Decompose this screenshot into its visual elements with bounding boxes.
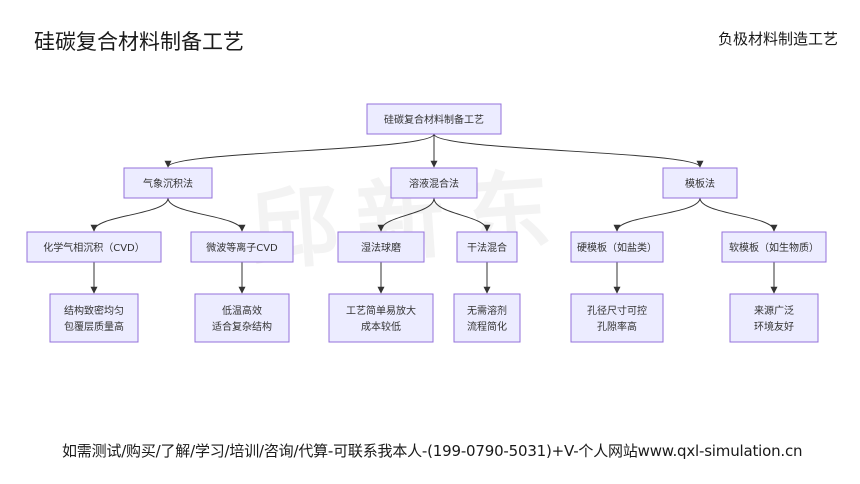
technique-node-2-1-box: [721, 231, 827, 263]
edge-method-1-child-0: [377, 197, 435, 232]
result-line-1: 低温高效: [222, 304, 262, 317]
technique-node-1-1: 干法混合: [456, 231, 518, 263]
root-node: 硅碳复合材料制备工艺: [366, 103, 502, 135]
result-node-1-0-box: [328, 293, 434, 343]
method-node-label: 模板法: [685, 177, 715, 190]
technique-node-2-1: 软模板（如生物质）: [721, 231, 827, 263]
root-node-label: 硅碳复合材料制备工艺: [384, 113, 484, 126]
technique-node-1-1-box: [456, 231, 518, 263]
method-node-0: 气象沉积法: [123, 167, 213, 199]
edge-root-method-2: [433, 133, 704, 168]
result-node-2-0-box: [570, 293, 664, 343]
page-title: 硅碳复合材料制备工艺: [34, 30, 244, 54]
contact-footer: 如需测试/购买/了解/学习/培训/咨询/代算-可联系我本人-(199-0790-…: [62, 442, 803, 460]
edge-method-0-child-1: [167, 197, 246, 232]
result-line-1: 无需溶剂: [467, 304, 507, 317]
technique-node-0-1-box: [190, 231, 294, 263]
result-line-1: 孔径尺寸可控: [587, 304, 647, 317]
result-node-0-0-box: [49, 293, 139, 343]
result-line-2: 环境友好: [754, 320, 794, 333]
method-node-1: 溶液混合法: [390, 167, 478, 199]
result-node-0-1-box: [194, 293, 290, 343]
method-node-label: 溶液混合法: [409, 177, 459, 190]
method-node-1-box: [390, 167, 478, 199]
technique-node-label: 化学气相沉积（CVD）: [43, 241, 145, 254]
technique-node-label: 硬模板（如盐类）: [577, 241, 657, 254]
edge-root-method-0: [164, 133, 435, 168]
technique-node-0-0-box: [26, 231, 162, 263]
result-node-1-1-box: [453, 293, 521, 343]
edges-layer: [90, 133, 778, 294]
result-line-1: 结构致密均匀: [64, 304, 124, 317]
technique-node-2-0: 硬模板（如盐类）: [570, 231, 664, 263]
technique-node-2-0-box: [570, 231, 664, 263]
method-node-0-box: [123, 167, 213, 199]
edge-method-2-child-1: [699, 197, 778, 232]
result-line-2: 适合复杂结构: [212, 320, 272, 333]
result-line-1: 来源广泛: [754, 304, 794, 317]
technique-node-label: 微波等离子CVD: [206, 241, 278, 254]
result-line-1: 工艺简单易放大: [346, 304, 416, 317]
technique-node-1-0: 湿法球磨: [337, 231, 425, 263]
method-node-2-box: [662, 167, 738, 199]
result-node-2-1-box: [729, 293, 819, 343]
edge-method-0-child-0: [90, 197, 169, 232]
result-line-2: 孔隙率高: [597, 320, 637, 333]
root-node-box: [366, 103, 502, 135]
edge-method-1-child-1: [433, 197, 491, 232]
method-node-2: 模板法: [662, 167, 738, 199]
edge-method-2-child-0: [613, 197, 701, 232]
page-subtitle: 负极材料制造工艺: [717, 30, 838, 48]
technique-node-0-1: 微波等离子CVD: [190, 231, 294, 263]
technique-node-label: 湿法球磨: [361, 241, 401, 254]
technique-node-label: 软模板（如生物质）: [729, 241, 819, 254]
result-line-2: 成本较低: [361, 320, 401, 333]
technique-node-1-0-box: [337, 231, 425, 263]
technique-node-0-0: 化学气相沉积（CVD）: [26, 231, 162, 263]
result-line-2: 包覆层质量高: [64, 320, 124, 333]
result-line-2: 流程简化: [467, 320, 507, 333]
method-node-label: 气象沉积法: [143, 177, 193, 190]
technique-node-label: 干法混合: [467, 241, 507, 254]
